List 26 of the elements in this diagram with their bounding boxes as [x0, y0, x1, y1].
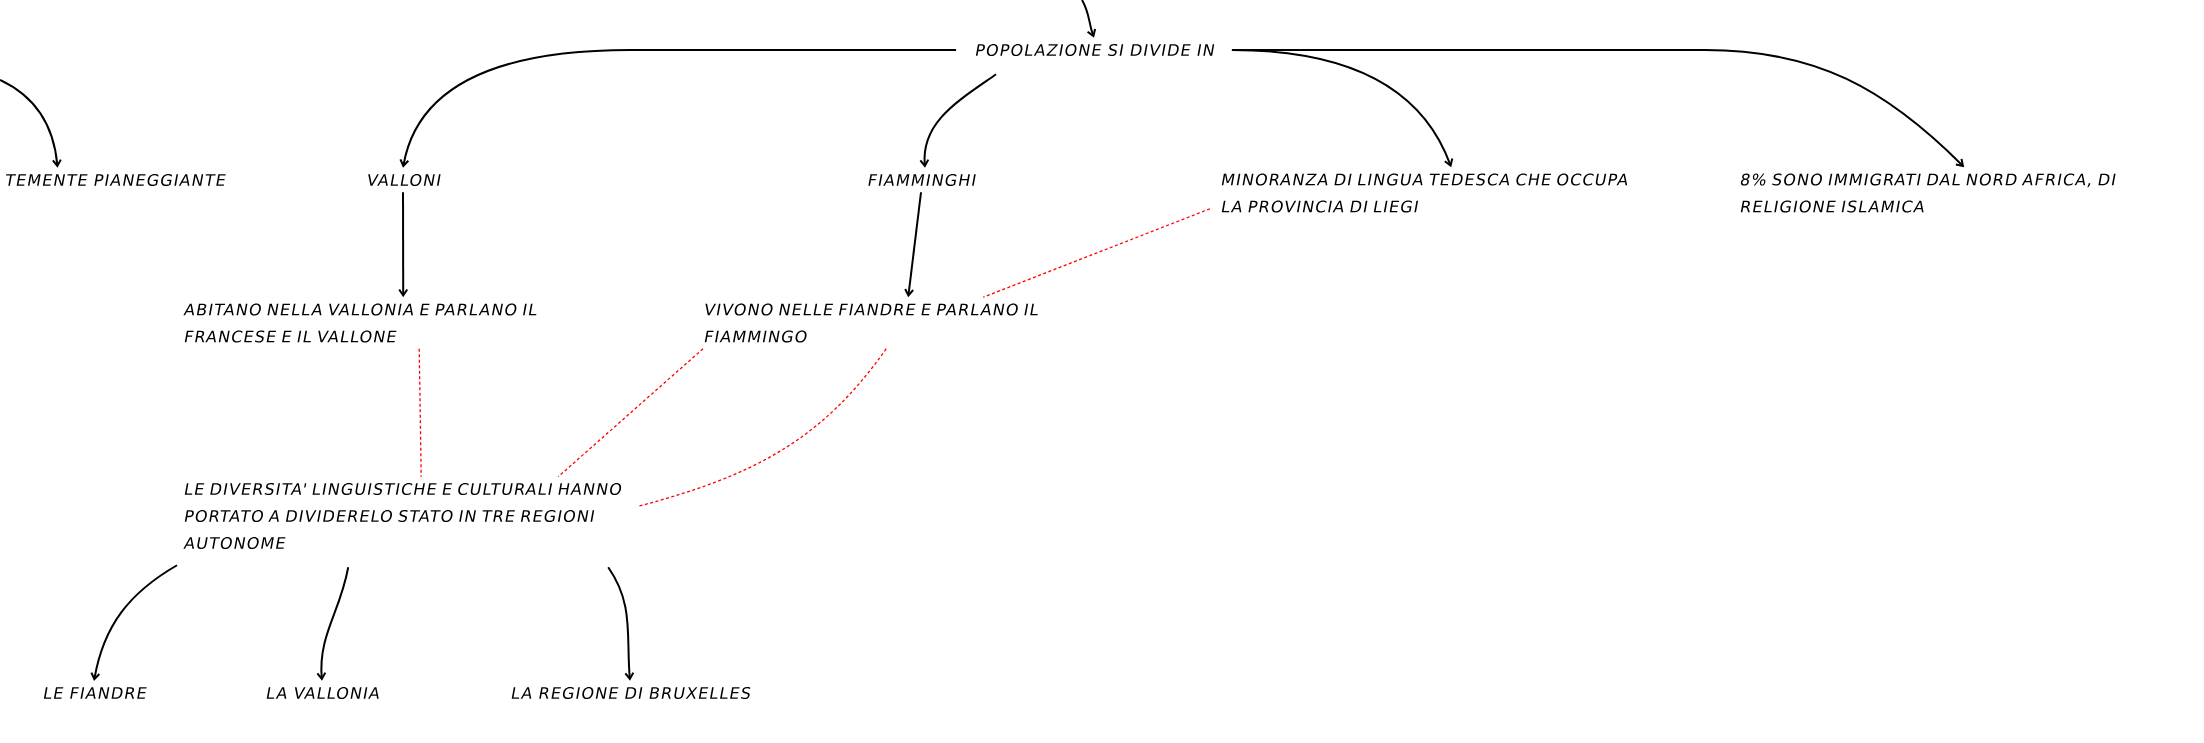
arrow — [607, 566, 635, 681]
dashed-line — [557, 348, 704, 478]
arrow — [0, 79, 62, 168]
concept-text: MINORANZA DI LINGUA TEDESCA CHE OCCUPA LA PROVINCIA DI LIEGI — [1221, 173, 1628, 213]
dashed-line — [418, 348, 422, 478]
dashed-line — [982, 208, 1211, 298]
arrow — [904, 191, 922, 298]
concept-text: FIAMMINGHI — [868, 173, 976, 187]
arrow — [919, 73, 998, 168]
concept-text: ABITANO NELLA VALLONIA E PARLANO IL FRANCESE E IL VALLONE — [183, 303, 537, 343]
concept-text: LA REGIONE DI BRUXELLES — [511, 686, 751, 700]
concept-text: POPOLAZIONE SI DIVIDE IN — [975, 43, 1215, 57]
concept-text: LE FIANDRE — [43, 687, 147, 699]
concept-text: 8% SONO IMMIGRATI DAL NORD AFRICA, DI RELIGIONE ISLAMICA — [1740, 173, 2116, 213]
concept-text: TEMENTE PIANEGGIANTE — [6, 173, 226, 187]
dashed-line — [638, 348, 887, 507]
arrow — [1230, 49, 1965, 168]
arrow — [399, 49, 958, 168]
concept-text: VIVONO NELLE FIANDRE E PARLANO IL FIAMMINGO — [704, 303, 1038, 343]
arrow — [398, 191, 409, 298]
concept-text: VALLONI — [368, 173, 441, 187]
arrow — [1081, 0, 1097, 38]
arrow — [90, 564, 178, 681]
arrow — [316, 566, 350, 681]
concept-text: LA VALLONIA — [266, 686, 379, 700]
concept-text: LE DIVERSITA' LINGUISTICHE E CULTURALI HANNO PORTATO A DIVIDERELO STATO IN TRE REGIONI AUTONOME — [183, 482, 622, 550]
